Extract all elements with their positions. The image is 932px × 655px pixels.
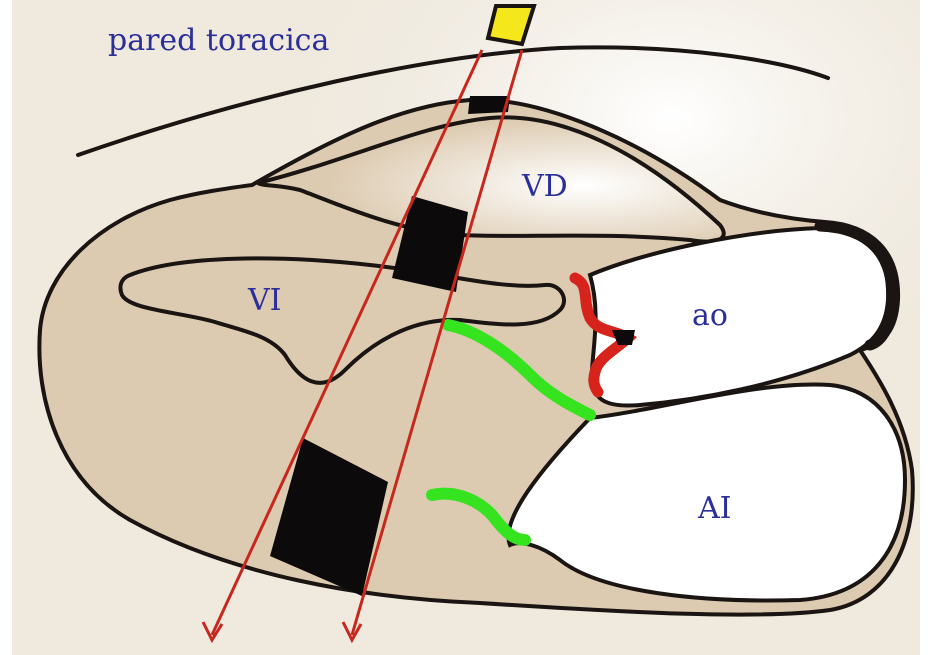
label-right-ventricle: VD bbox=[521, 169, 568, 204]
label-left-atrium: AI bbox=[697, 491, 732, 526]
label-chest-wall: pared toracica bbox=[108, 23, 329, 58]
label-left-ventricle: VI bbox=[247, 283, 282, 318]
label-aorta: ao bbox=[692, 298, 728, 333]
